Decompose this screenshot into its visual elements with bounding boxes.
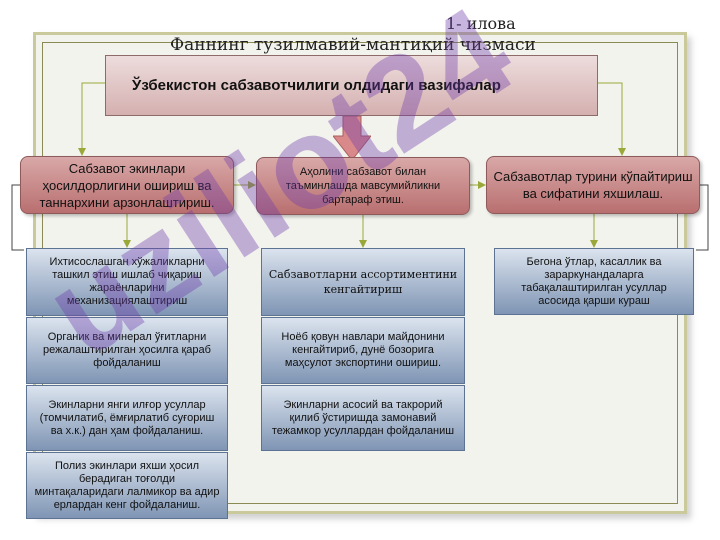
measure-left-3: Экинларни янги илғор усуллар (томчилатиб… [26,385,228,451]
bracket-right [696,184,709,251]
measure-left-1: Ихтисослашган хўжаликларни ташкил этиш и… [26,248,228,316]
bracket-left [11,184,24,251]
task-box-left: Сабзавот экинлари ҳосилдорлигини ошириш … [20,156,234,214]
measure-center-1: Сабзавотларни ассортиментини кенгайтириш [261,248,465,316]
main-task-box: Ўзбекистон сабзавотчилиги олдидаги вазиф… [105,55,598,116]
task-box-right: Сабзавотлар турини кўпайтириш ва сифатин… [486,156,700,214]
connector-main-left [78,82,105,156]
task-box-center: Аҳолини сабзавот билан таъминлашда мавсу… [256,157,470,215]
down-arrow-icon [333,116,371,160]
slide-title: Фаннинг тузилмавий-мантиқий чизмаси [170,35,536,55]
measure-left-4: Полиз экинлари яхши ҳосил берадиган тоғо… [26,452,228,519]
measure-center-3: Экинларни асосий ва такрорий қилиб ўстир… [261,385,465,451]
measure-right-1: Бегона ўтлар, касаллик ва зараркунандала… [494,248,694,315]
measure-center-2: Ноёб қовун навлари майдонини кенгайтириб… [261,317,465,384]
connector-main-right [598,82,626,156]
measure-left-2: Органик ва минерал ўғитларни режалаштири… [26,317,228,384]
slide-number: 1- илова [446,14,516,33]
